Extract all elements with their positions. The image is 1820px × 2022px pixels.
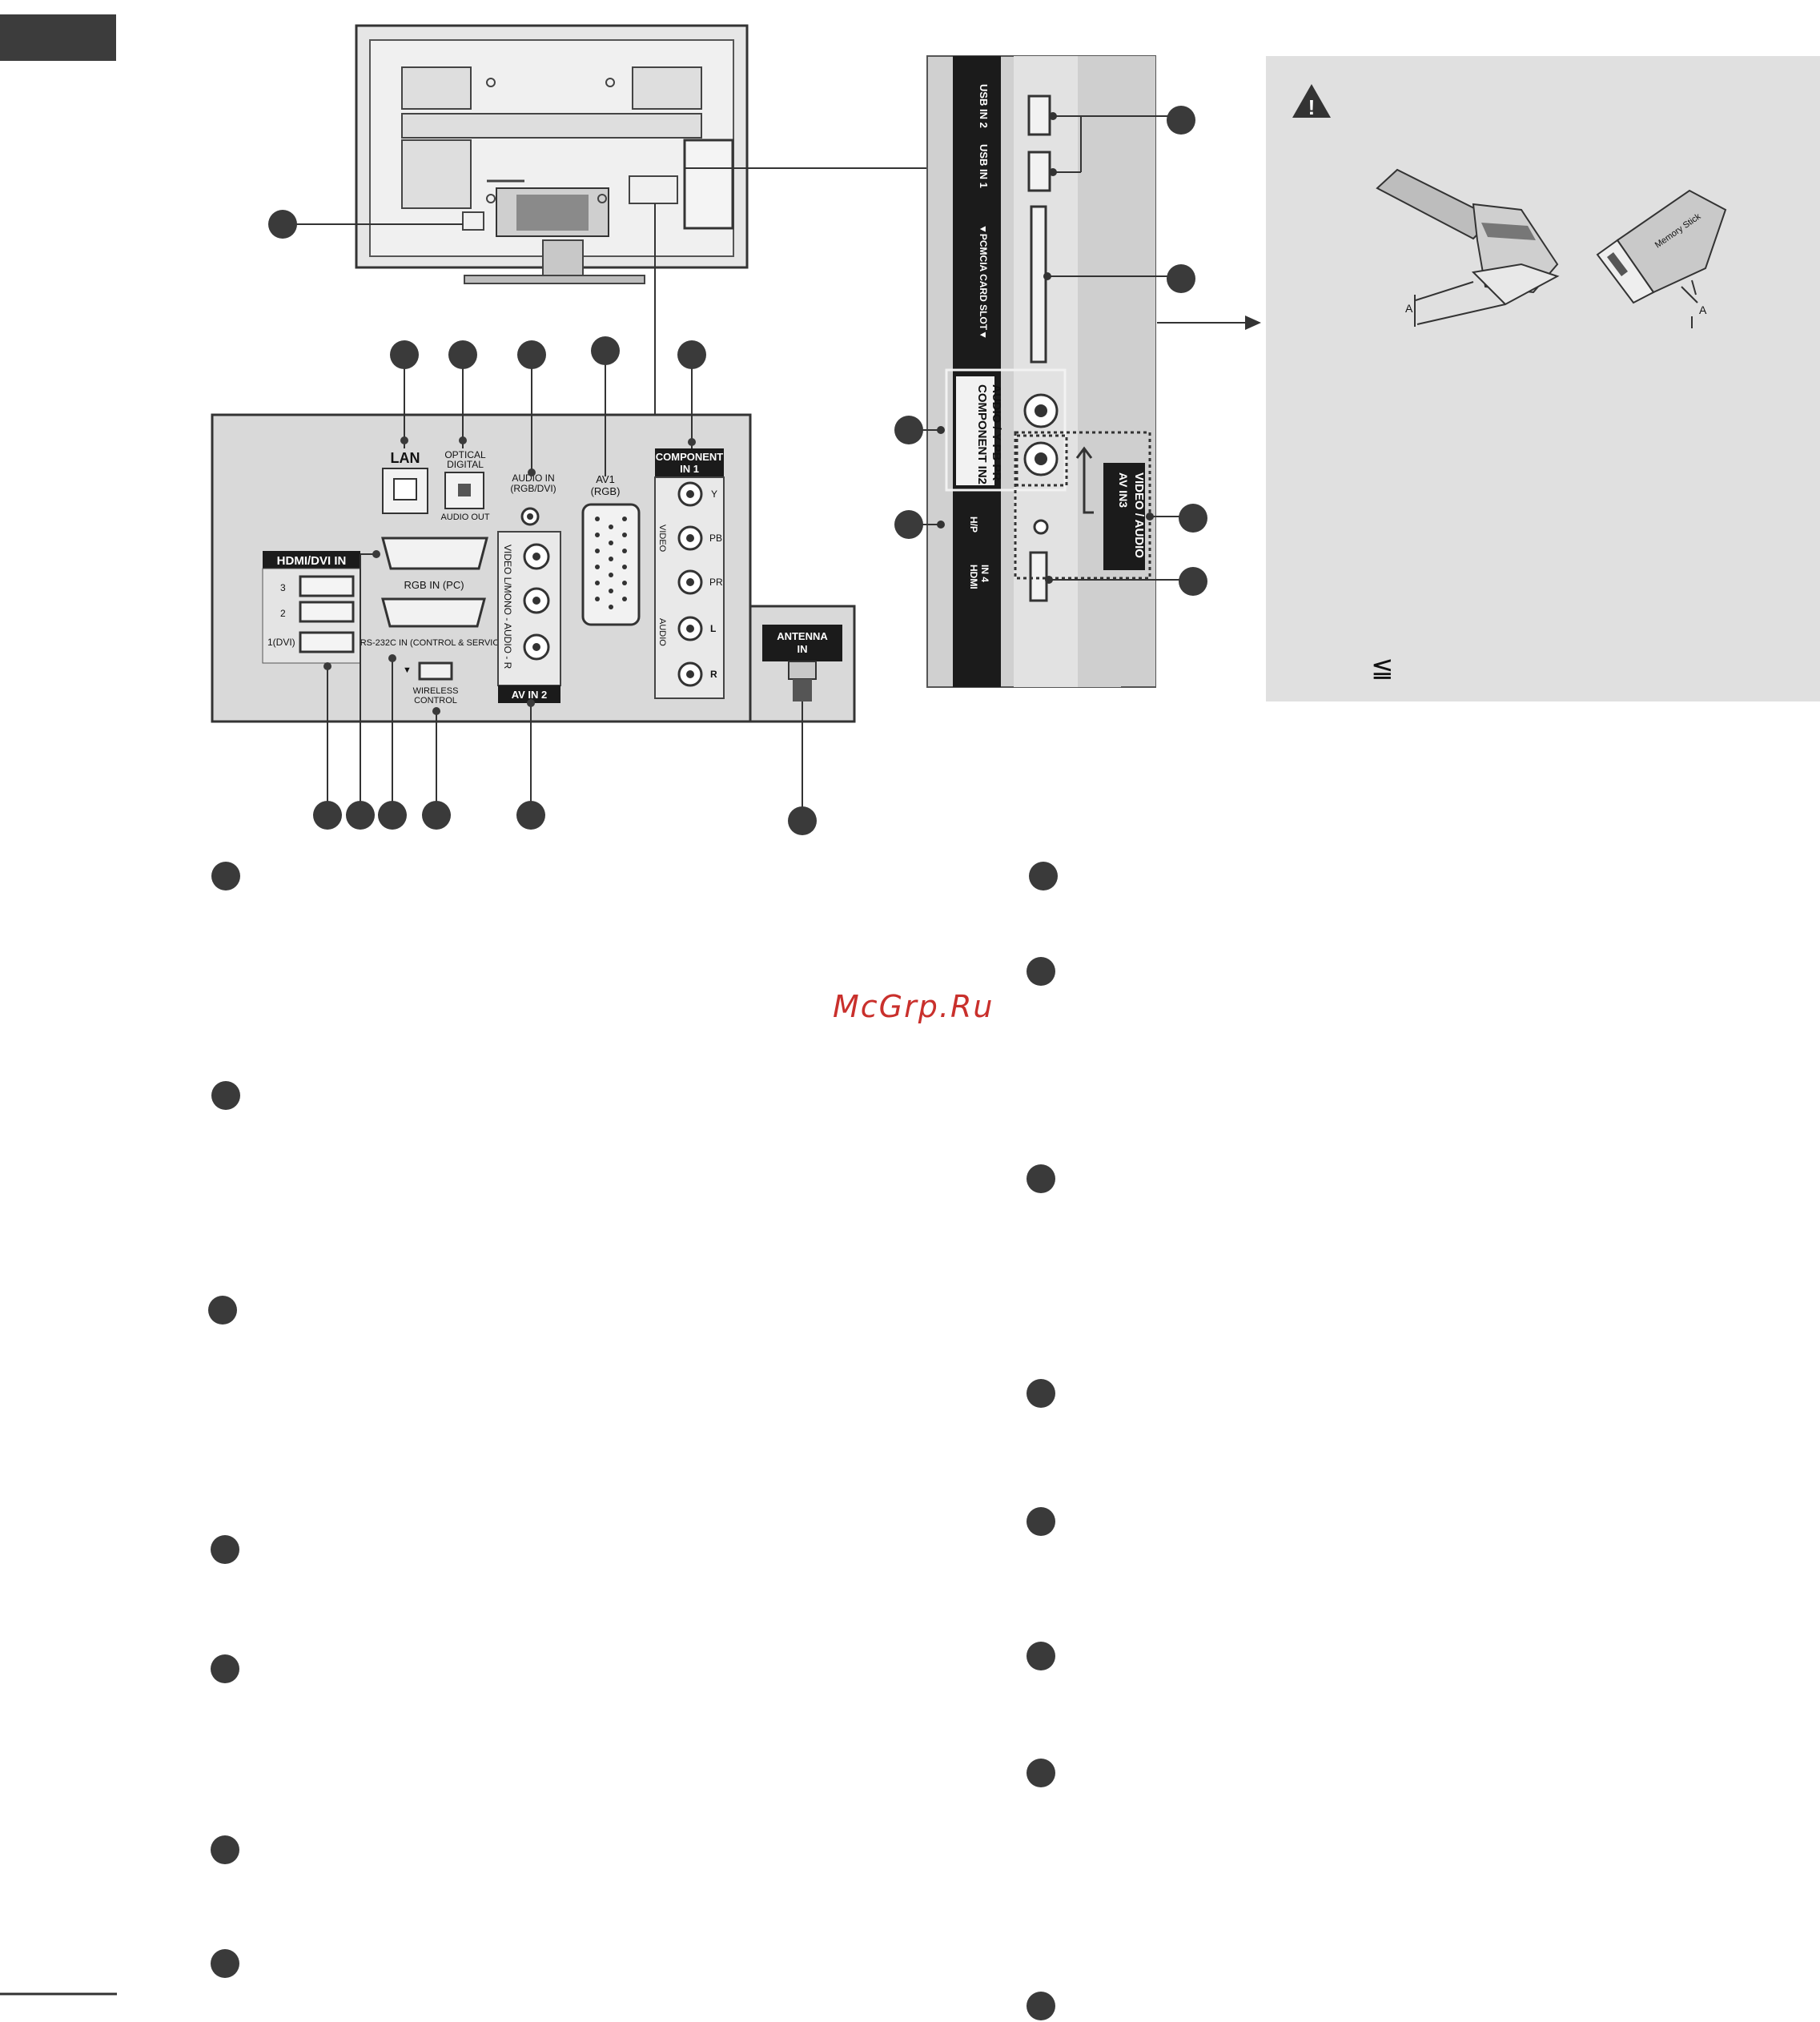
svg-text:COMPONENT: COMPONENT	[656, 451, 724, 463]
rear-connector-panel: LAN OPTICAL DIGITAL AUDIO OUT AUDIO IN (…	[211, 413, 752, 723]
svg-text:AV1: AV1	[596, 473, 615, 485]
svg-text:AV IN 2: AV IN 2	[512, 689, 548, 701]
svg-text:CONTROL: CONTROL	[414, 696, 457, 705]
leq-symbol: ≦	[1371, 653, 1394, 683]
svg-text:▼: ▼	[403, 665, 412, 675]
svg-text:ANTENNA: ANTENNA	[777, 630, 828, 642]
svg-text:(RGB): (RGB)	[591, 485, 621, 497]
svg-text:IN: IN	[798, 643, 808, 655]
svg-text:DIGITAL: DIGITAL	[447, 459, 484, 470]
svg-text:!: !	[1308, 95, 1316, 119]
av-in2-label	[498, 685, 560, 703]
hdmi-dvi-in-label	[263, 551, 360, 569]
svg-text:VIDEO / AUDIO: VIDEO / AUDIO	[1132, 472, 1146, 558]
svg-text:AUDIO IN: AUDIO IN	[512, 472, 554, 484]
warning-triangle-icon	[1292, 84, 1331, 118]
lan-label: LAN	[391, 450, 420, 466]
svg-text:AUDIO: AUDIO	[657, 618, 667, 646]
svg-text:A: A	[1699, 304, 1707, 316]
svg-text:PR: PR	[709, 577, 723, 588]
svg-text:VIDEO: VIDEO	[657, 525, 667, 553]
svg-text:AV IN3: AV IN3	[1117, 472, 1130, 508]
svg-text:AUDIO / Y PB PR: AUDIO / Y PB PR	[990, 384, 1003, 480]
svg-text:PB: PB	[709, 533, 722, 544]
svg-text:USB IN 1: USB IN 1	[978, 144, 990, 188]
svg-text:COMPONENT IN2: COMPONENT IN2	[975, 384, 989, 484]
hdmi-in4-port[interactable]	[1029, 551, 1048, 602]
left-column-bullets	[208, 862, 240, 1978]
component-in1-label	[655, 448, 724, 477]
page-header-tab	[0, 14, 116, 61]
svg-text:Y: Y	[711, 488, 717, 500]
svg-text:HDMI: HDMI	[968, 565, 979, 589]
rear-callouts	[268, 210, 817, 835]
svg-text:2: 2	[280, 608, 286, 619]
svg-text:RGB IN (PC): RGB IN (PC)	[404, 579, 464, 591]
svg-text:H/P: H/P	[968, 517, 979, 533]
svg-text:HDMI/DVI IN: HDMI/DVI IN	[277, 554, 347, 568]
svg-text:USB IN 2: USB IN 2	[978, 84, 990, 128]
antenna-panel: ANTENNA IN	[749, 605, 856, 723]
av-in2-jacks[interactable]	[523, 543, 550, 661]
svg-text:▼PCMCIA CARD SLOT▼: ▼PCMCIA CARD SLOT▼	[978, 224, 989, 340]
component-in1-jacks[interactable]	[677, 481, 703, 687]
svg-text:IN 1: IN 1	[680, 463, 699, 475]
hdmi-2-port[interactable]	[299, 601, 355, 623]
svg-text:1(DVI): 1(DVI)	[267, 637, 295, 648]
wireless-control-port[interactable]	[418, 661, 453, 681]
svg-text:WIRELESS: WIRELESS	[413, 686, 459, 696]
svg-text:R: R	[710, 669, 717, 680]
hdmi-3-port[interactable]	[299, 575, 355, 597]
svg-text:AUDIO OUT: AUDIO OUT	[440, 513, 489, 522]
caution-box: ! A Memory Stick A ≦	[1266, 56, 1820, 701]
svg-text:OPTICAL: OPTICAL	[444, 449, 486, 460]
rgb-in-pc-port[interactable]	[381, 537, 488, 570]
hdmi-plug-icon: A	[1376, 168, 1560, 327]
tv-rear-view	[355, 24, 749, 284]
svg-text:IN 4: IN 4	[979, 565, 990, 582]
svg-text:RS-232C IN (CONTROL & SERVICE): RS-232C IN (CONTROL & SERVICE)	[360, 638, 508, 648]
side-callouts	[894, 106, 1261, 596]
svg-text:3: 3	[280, 582, 286, 593]
pcmcia-card-slot[interactable]	[1030, 205, 1047, 364]
antenna-in-port[interactable]	[793, 679, 812, 701]
usb-in1-port[interactable]	[1027, 151, 1051, 192]
svg-text:L: L	[710, 623, 716, 634]
antenna-in-label	[762, 625, 842, 661]
rs232c-port[interactable]	[381, 597, 486, 628]
usb-memory-stick-icon: Memory Stick A	[1596, 189, 1727, 328]
watermark: McGrp.Ru	[833, 989, 994, 1024]
headphone-jack[interactable]	[1033, 519, 1049, 535]
svg-text:A: A	[1405, 302, 1413, 315]
usb-in2-port[interactable]	[1027, 94, 1051, 136]
right-column-bullets	[1027, 862, 1058, 2020]
hdmi-1-dvi-port[interactable]	[299, 631, 355, 653]
svg-text:VIDEO L/MONO - AUDIO - R: VIDEO L/MONO - AUDIO - R	[502, 545, 513, 669]
svg-text:(RGB/DVI): (RGB/DVI)	[510, 483, 556, 494]
side-panel: USB IN 2 USB IN 1 ▼PCMCIA CARD SLOT▼ COM…	[926, 55, 1156, 688]
